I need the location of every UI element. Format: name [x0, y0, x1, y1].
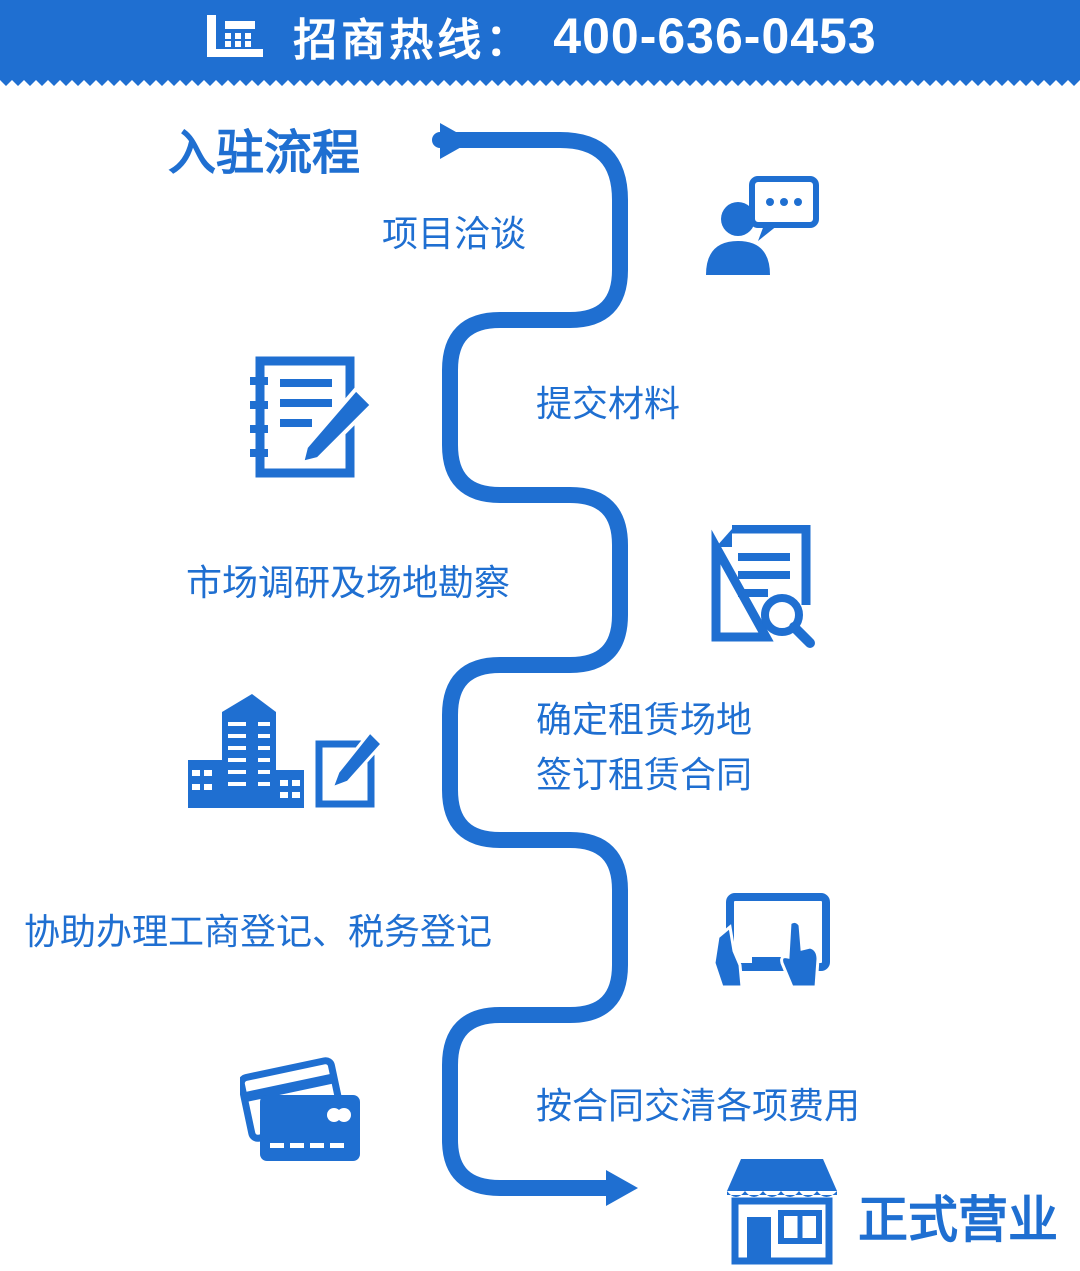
document-edit-icon — [250, 356, 375, 478]
step-6-label: 按合同交清各项费用 — [536, 1086, 861, 1127]
phone-icon — [207, 15, 264, 57]
step-1-label: 项目洽谈 — [382, 214, 527, 255]
flow-title: 入驻流程 — [168, 125, 361, 181]
header-banner — [0, 0, 1080, 80]
building-icon — [188, 694, 304, 808]
step-4-label-line2: 签订租赁合同 — [536, 755, 753, 796]
step-5-label: 协助办理工商登记、税务登记 — [24, 912, 493, 953]
start-arrow-icon — [440, 123, 472, 159]
banner-zigzag-edge — [0, 70, 1080, 86]
step-3-label: 市场调研及场地勘察 — [186, 563, 511, 604]
shop-icon — [727, 1159, 837, 1265]
step-2-label: 提交材料 — [536, 384, 681, 425]
end-arrow-icon — [606, 1170, 638, 1206]
edit-icon — [315, 730, 385, 808]
step-4-label-line1: 确定租赁场地 — [536, 700, 753, 741]
flow-line — [432, 132, 628, 1196]
hotline-number[interactable]: 400-636-0453 — [553, 8, 877, 64]
tablet-touch-icon — [712, 893, 830, 989]
search-document-icon — [711, 525, 815, 648]
end-label: 正式营业 — [858, 1191, 1058, 1249]
consult-icon — [706, 176, 819, 275]
credit-card-icon — [240, 1057, 360, 1161]
hotline-label: 招商热线： — [293, 15, 534, 66]
hotline-bar: 招商热线： 400-636-0453 — [0, 0, 1080, 72]
